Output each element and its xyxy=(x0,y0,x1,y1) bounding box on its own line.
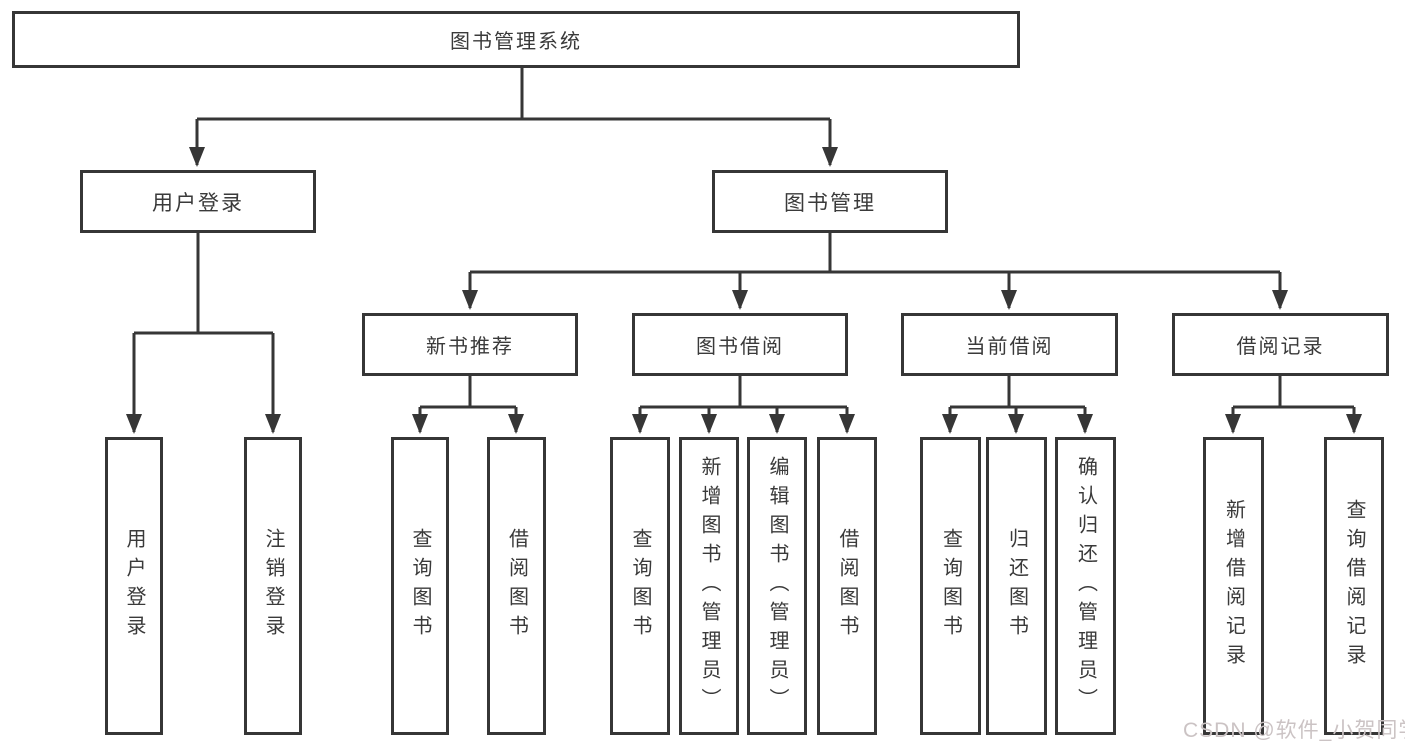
leaf-label: 用户登录 xyxy=(123,528,145,644)
leaf-query-books-current: 查询图书 xyxy=(920,437,981,735)
leaf-user-login: 用户登录 xyxy=(105,437,163,735)
leaf-label: 确认归还（管理员） xyxy=(1074,455,1097,717)
leaf-label: 借阅图书 xyxy=(505,528,528,644)
node-borrowing-records: 借阅记录 xyxy=(1172,313,1389,376)
leaf-query-books-borrowing: 查询图书 xyxy=(610,437,670,735)
leaf-label: 新增图书（管理员） xyxy=(698,455,720,717)
node-label: 新书推荐 xyxy=(426,336,514,358)
leaf-label: 新增借阅记录 xyxy=(1222,499,1245,673)
leaf-borrow-books-recommend: 借阅图书 xyxy=(487,437,546,735)
leaf-logout-login: 注销登录 xyxy=(244,437,302,735)
node-label: 图书管理系统 xyxy=(450,31,582,53)
leaf-add-books-admin: 新增图书（管理员） xyxy=(679,437,739,735)
node-label: 图书管理 xyxy=(784,191,876,215)
leaf-label: 归还图书 xyxy=(1005,528,1028,644)
leaf-label: 注销登录 xyxy=(262,528,284,644)
leaf-borrow-books-borrowing: 借阅图书 xyxy=(817,437,877,735)
node-book-management: 图书管理 xyxy=(712,170,948,233)
node-user-login: 用户登录 xyxy=(80,170,316,233)
leaf-label: 编辑图书（管理员） xyxy=(766,455,788,717)
leaf-label: 查询图书 xyxy=(629,528,651,644)
node-new-book-recommend: 新书推荐 xyxy=(362,313,578,376)
leaf-query-borrow-record: 查询借阅记录 xyxy=(1324,437,1384,735)
leaf-edit-books-admin: 编辑图书（管理员） xyxy=(747,437,807,735)
node-label: 借阅记录 xyxy=(1236,336,1325,358)
node-label: 当前借阅 xyxy=(965,336,1054,358)
leaf-label: 查询借阅记录 xyxy=(1343,499,1365,673)
leaf-add-borrow-record: 新增借阅记录 xyxy=(1203,437,1264,735)
leaf-label: 借阅图书 xyxy=(836,528,858,644)
node-root-library-system: 图书管理系统 xyxy=(12,11,1020,68)
leaf-confirm-return-admin: 确认归还（管理员） xyxy=(1055,437,1116,735)
leaf-return-books: 归还图书 xyxy=(986,437,1047,735)
node-label: 图书借阅 xyxy=(696,336,784,358)
node-book-borrowing: 图书借阅 xyxy=(632,313,848,376)
csdn-watermark: CSDN @软件_小贺同学 xyxy=(1183,719,1405,742)
leaf-query-books-recommend: 查询图书 xyxy=(391,437,449,735)
leaf-label: 查询图书 xyxy=(939,528,962,644)
leaf-label: 查询图书 xyxy=(409,528,431,644)
node-current-borrowing: 当前借阅 xyxy=(901,313,1118,376)
node-label: 用户登录 xyxy=(152,191,244,215)
